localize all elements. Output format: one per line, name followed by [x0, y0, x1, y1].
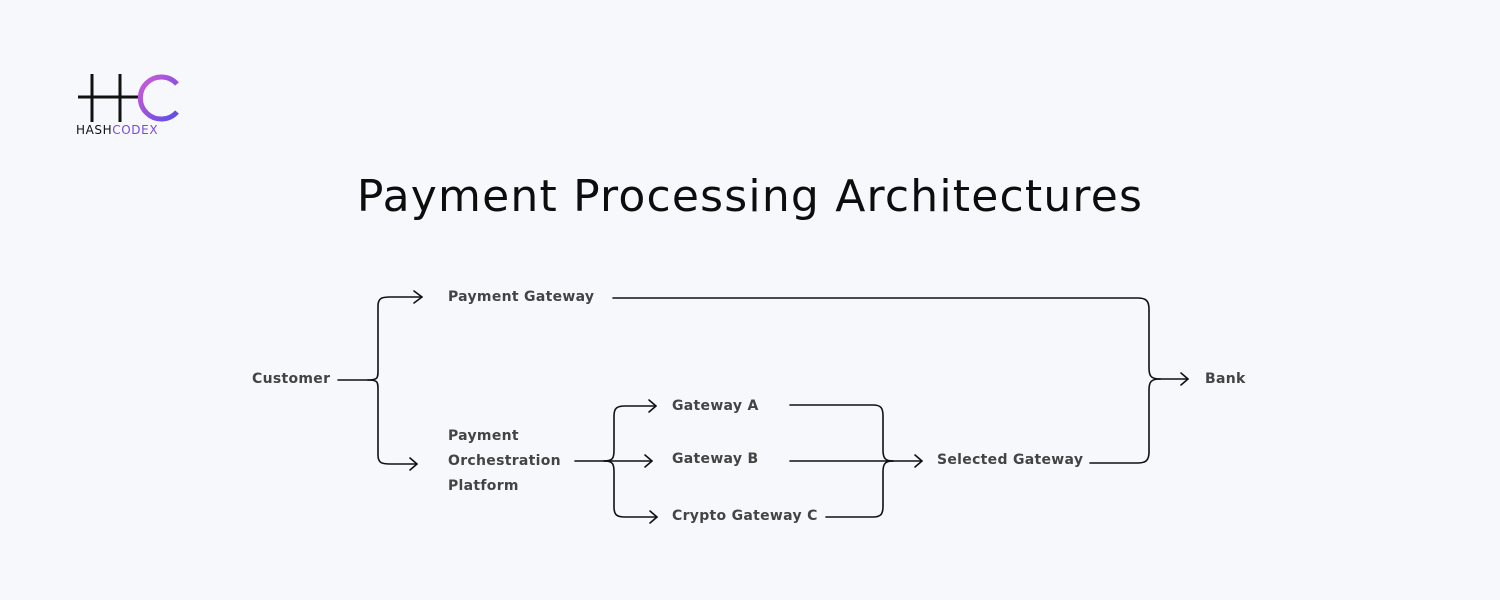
node-selected-gateway: Selected Gateway [937, 452, 1084, 468]
gateway-a-connector [789, 404, 894, 462]
arrow-to-bank [1180, 372, 1189, 386]
arrow-to-gateway-a [648, 399, 657, 413]
selected-gateway-connector [1089, 378, 1161, 464]
arrow-to-orchestration [409, 457, 418, 471]
arrow-to-gateway-c [649, 510, 658, 524]
node-payment-gateway: Payment Gateway [448, 289, 595, 305]
node-crypto-gateway-c: Crypto Gateway C [672, 508, 818, 524]
node-bank: Bank [1205, 371, 1246, 387]
customer-brace [367, 296, 423, 381]
node-payment-orchestration-platform: Payment Orchestration Platform [448, 424, 568, 499]
payment-gateway-connector [612, 297, 1161, 380]
gateway-c-connector [825, 460, 894, 518]
hc-logo-icon [78, 74, 179, 122]
node-gateway-b: Gateway B [672, 451, 759, 467]
brand-word-codex: CODEX [112, 123, 159, 137]
page-title: Payment Processing Architectures [356, 171, 1144, 222]
arrow-to-payment-gateway [413, 290, 423, 304]
orchestration-brace-lower [603, 460, 658, 518]
orchestration-line-1: Payment [448, 428, 519, 444]
node-customer: Customer [252, 371, 331, 387]
customer-brace-lower [367, 379, 418, 465]
brand-logo: HASHCODEX [76, 72, 186, 142]
orchestration-line-3: Platform [448, 478, 519, 494]
brand-word-hash: HASH [76, 123, 113, 137]
orchestration-line-2: Orchestration [448, 453, 561, 469]
arrow-to-gateway-b [644, 454, 653, 468]
orchestration-brace-upper [603, 405, 657, 462]
node-gateway-a: Gateway A [672, 398, 759, 414]
arrow-to-selected-gateway [914, 454, 923, 468]
brand-wordmark: HASHCODEX [76, 123, 158, 137]
